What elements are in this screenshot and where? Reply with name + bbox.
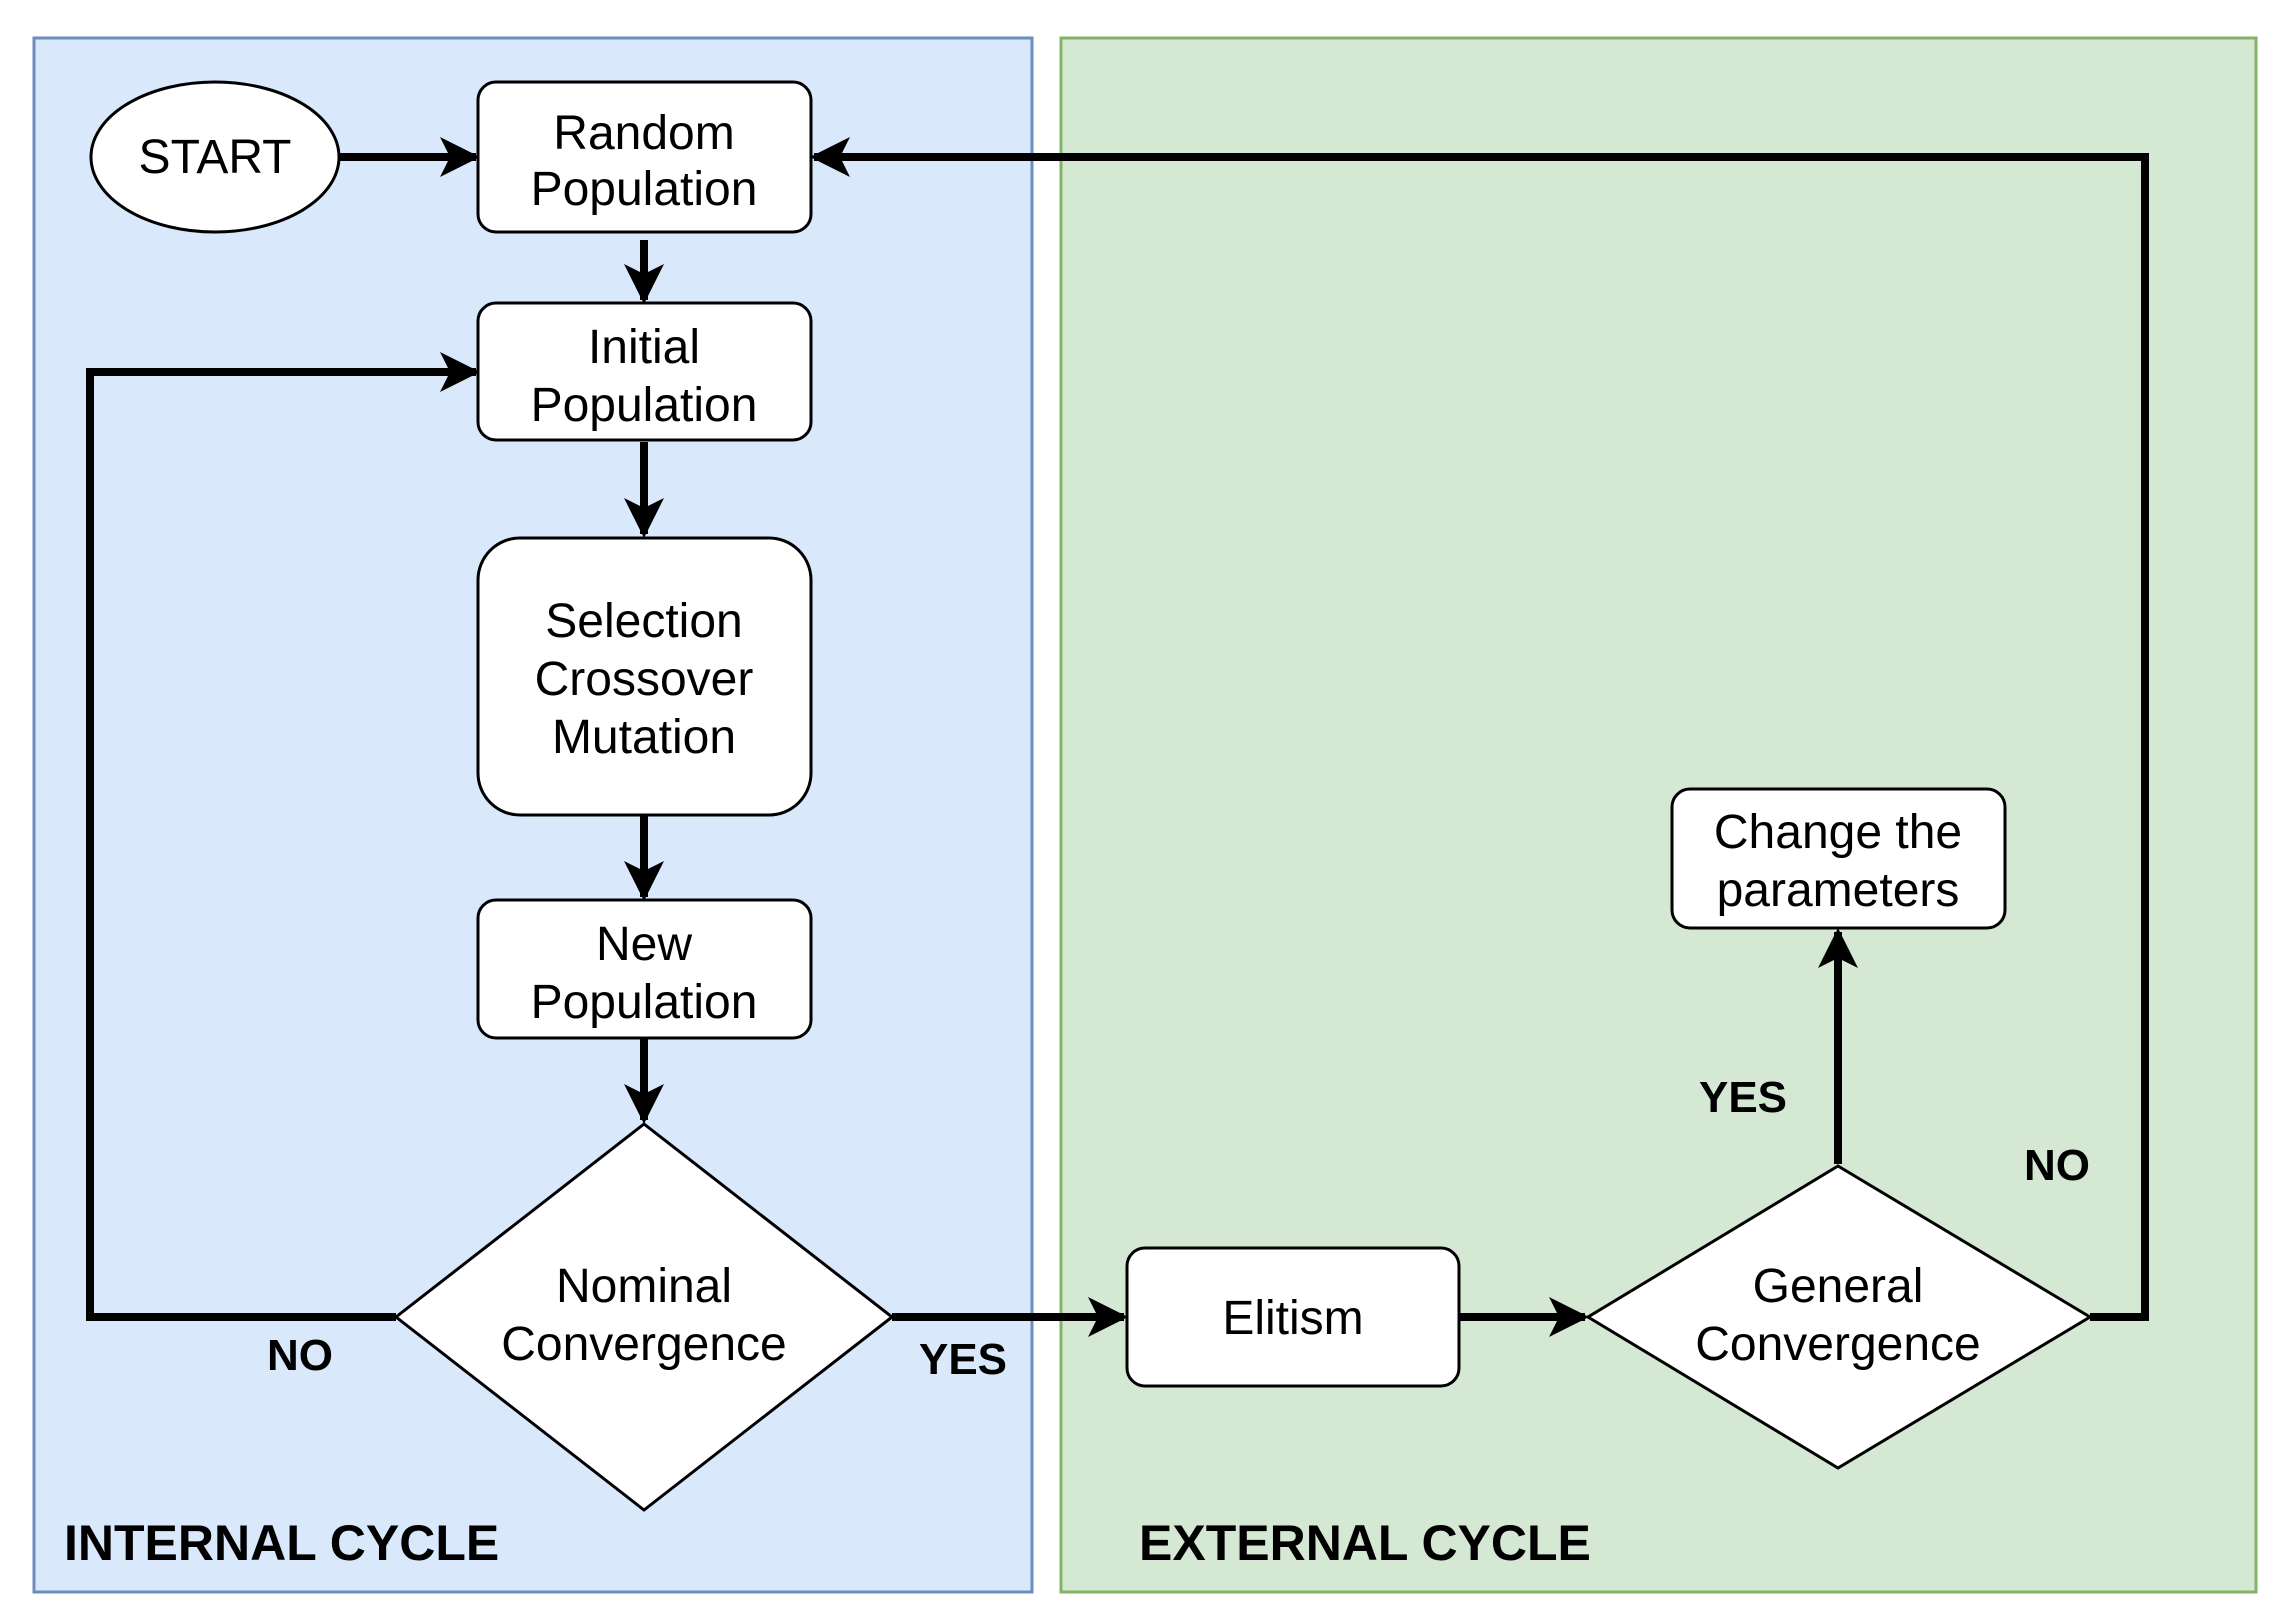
genetic-operators-line-1: Selection [545,595,742,648]
general-yes-label: YES [1699,1073,1787,1122]
change-parameters-node: Change the parameters [1670,787,2007,930]
random-population-box [476,80,813,234]
new-population-line-1: New [596,918,692,971]
new-population-node: New Population [476,898,813,1040]
edge-nominal-no-loop [86,352,480,1321]
start-ellipse [89,80,341,234]
general-no-label: NO [2024,1141,2090,1190]
edges [86,137,2149,1337]
edge-general-no-to-random-population [810,137,2149,1321]
general-convergence-diamond [1585,1164,2093,1470]
nominal-convergence-diamond [393,1122,895,1512]
genetic-operators-node: Selection Crossover Mutation [476,536,813,817]
general-convergence-line-1: General [1753,1260,1924,1313]
elitism-box [1125,1246,1461,1388]
general-convergence-node: General Convergence [1585,1164,2093,1470]
new-population-line-2: Population [531,976,758,1029]
external-cycle-label: EXTERNAL CYCLE [1139,1515,1591,1571]
genetic-operators-box [476,536,813,817]
genetic-operators-line-2: Crossover [535,653,754,706]
genetic-operators-line-3: Mutation [552,711,736,764]
start-node: START [89,80,341,234]
elitism-node: Elitism [1125,1246,1461,1388]
initial-population-line-2: Population [531,379,758,432]
nominal-convergence-line-1: Nominal [556,1260,732,1313]
nominal-convergence-node: Nominal Convergence [393,1122,895,1512]
random-population-node: Random Population [476,80,813,234]
elitism-label: Elitism [1222,1292,1363,1345]
nominal-no-label: NO [267,1331,333,1380]
nominal-convergence-line-2: Convergence [501,1318,787,1371]
change-parameters-line-2: parameters [1717,864,1960,917]
nominal-yes-label: YES [919,1335,1007,1384]
internal-cycle-label: INTERNAL CYCLE [64,1515,499,1571]
general-convergence-line-2: Convergence [1695,1318,1981,1371]
initial-population-box [476,301,813,442]
start-label: START [139,131,292,184]
initial-population-line-1: Initial [588,321,700,374]
change-parameters-line-1: Change the [1714,806,1962,859]
change-parameters-box [1670,787,2007,930]
initial-population-node: Initial Population [476,301,813,442]
new-population-box [476,898,813,1040]
random-population-line-2: Population [531,163,758,216]
random-population-line-1: Random [553,107,734,160]
